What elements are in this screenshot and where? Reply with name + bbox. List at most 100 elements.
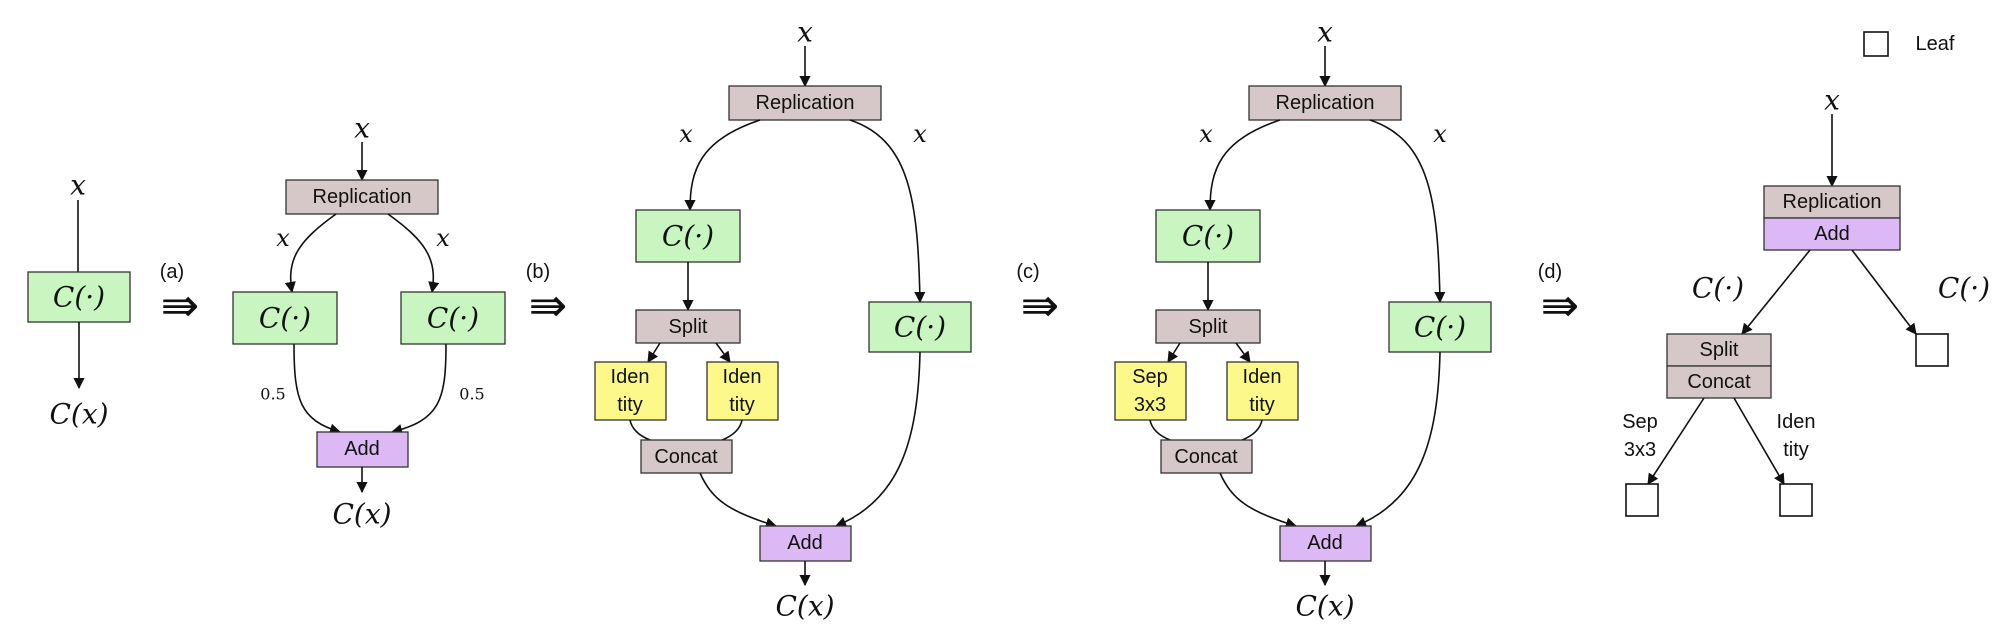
edge-sep-label-line1: Sep (1622, 411, 1658, 433)
edge (1741, 249, 1811, 335)
edge (1235, 342, 1251, 363)
concat-box (640, 439, 733, 474)
output-cx-label: C(x) (775, 590, 834, 623)
replication-node: Replication (285, 179, 439, 215)
branch-x-label: x (436, 224, 450, 252)
weight-label: 0.5 (260, 385, 285, 404)
identity-node-left: Iden tity (594, 361, 667, 421)
replication-label: Replication (313, 186, 412, 208)
leaf-icon (1863, 31, 1889, 57)
edge (1647, 397, 1705, 485)
step-a-label: (a) (160, 261, 184, 283)
split-node: Split (635, 309, 741, 344)
conv-node: C(·) (27, 271, 131, 323)
concat-node: Concat (640, 439, 733, 474)
step-d: (d) ⇛ (1538, 261, 1580, 332)
output-cx-label: C(x) (1295, 590, 1354, 623)
leaf-node (1779, 483, 1813, 517)
conv-box (400, 291, 506, 345)
replication-label: Replication (1276, 92, 1375, 114)
concat-label: Concat (1174, 446, 1238, 468)
conv-node-right: C(·) (868, 301, 972, 353)
edge (849, 119, 926, 304)
weight-label: 0.5 (459, 385, 484, 404)
branch-x-label: x (276, 224, 290, 252)
sep-label-line2: 3x3 (1134, 394, 1166, 416)
conv-node-left: C(·) (232, 291, 338, 345)
add-box (1763, 217, 1901, 251)
conv-label: C(·) (894, 311, 946, 344)
edge (390, 343, 447, 435)
concat-node: Concat (1160, 439, 1253, 474)
input-x-label: x (354, 112, 370, 145)
identity-label-line1: Iden (611, 366, 650, 388)
conv-label: C(·) (1414, 311, 1466, 344)
add-label: Add (1307, 532, 1343, 554)
conv-box (1155, 209, 1261, 263)
replication-box (728, 85, 882, 121)
replication-node: Replication (1248, 85, 1402, 121)
conv-label: C(·) (259, 302, 311, 335)
identity-box (706, 361, 779, 421)
input-x-label: x (1317, 16, 1333, 49)
branch-x-label: x (1433, 120, 1447, 148)
identity-node-right: Iden tity (706, 361, 779, 421)
input-x-label: x (70, 169, 86, 202)
concat-label: Concat (654, 446, 718, 468)
step-b-label: (b) (526, 261, 550, 283)
replication-box (285, 179, 439, 215)
step-b: (b) ⇛ (526, 261, 568, 332)
edge (284, 213, 337, 294)
edge (1219, 472, 1298, 529)
concat-box (1666, 365, 1772, 399)
identity-label-line1: Iden (723, 366, 762, 388)
leaf-node (1915, 333, 1949, 367)
identity-box (594, 361, 667, 421)
edge (715, 342, 731, 363)
add-node: Add (759, 525, 852, 562)
concat-label: Concat (1687, 371, 1751, 393)
replication-label: Replication (1783, 191, 1882, 213)
step-c: (c) ⇛ (1016, 261, 1059, 332)
split-box (1666, 333, 1772, 367)
leaf-node (1625, 483, 1659, 517)
conv-node-left: C(·) (1155, 209, 1261, 263)
legend-leaf-label: Leaf (1916, 33, 1955, 55)
input-x-label: x (797, 16, 813, 49)
edge (699, 472, 778, 529)
sep-node: Sep 3x3 (1114, 361, 1187, 421)
step-d-label: (d) (1538, 261, 1562, 283)
step-c-label: (c) (1016, 261, 1039, 283)
edge (834, 351, 921, 528)
split-box (1155, 309, 1261, 344)
identity-label-line2: tity (1249, 394, 1275, 416)
identity-label-line2: tity (617, 394, 643, 416)
edge-conv-label: C(·) (1938, 272, 1990, 305)
panel-sep-mutation: x Replication x x C(·) Split Sep 3x3 Ide… (1114, 16, 1492, 623)
edge-identity-label-line1: Iden (1777, 411, 1816, 433)
input-x-label: x (1824, 84, 1840, 117)
replication-add-node: Replication Add (1763, 185, 1901, 251)
output-cx-label: C(x) (332, 498, 391, 531)
split-label: Split (1189, 316, 1228, 338)
add-box (1279, 525, 1372, 562)
edge-conv-label: C(·) (1692, 272, 1744, 305)
add-node: Add (316, 431, 409, 468)
transform-arrow-icon: ⇛ (1541, 278, 1580, 332)
edge (647, 342, 661, 363)
conv-label: C(·) (427, 302, 479, 335)
step-a: (a) ⇛ (160, 261, 200, 332)
split-label: Split (669, 316, 708, 338)
output-cx-label: C(x) (49, 398, 108, 431)
conv-node-left: C(·) (635, 209, 741, 263)
conv-node-right: C(·) (1388, 301, 1492, 353)
add-label: Add (1814, 223, 1850, 245)
edge (1354, 351, 1441, 528)
edge (1167, 342, 1181, 363)
conv-label: C(·) (53, 281, 105, 314)
identity-label-line1: Iden (1243, 366, 1282, 388)
replication-label: Replication (756, 92, 855, 114)
panel-replicated: x Replication x x C(·) C(·) 0.5 0.5 Add … (232, 112, 506, 531)
conv-label: C(·) (662, 220, 714, 253)
